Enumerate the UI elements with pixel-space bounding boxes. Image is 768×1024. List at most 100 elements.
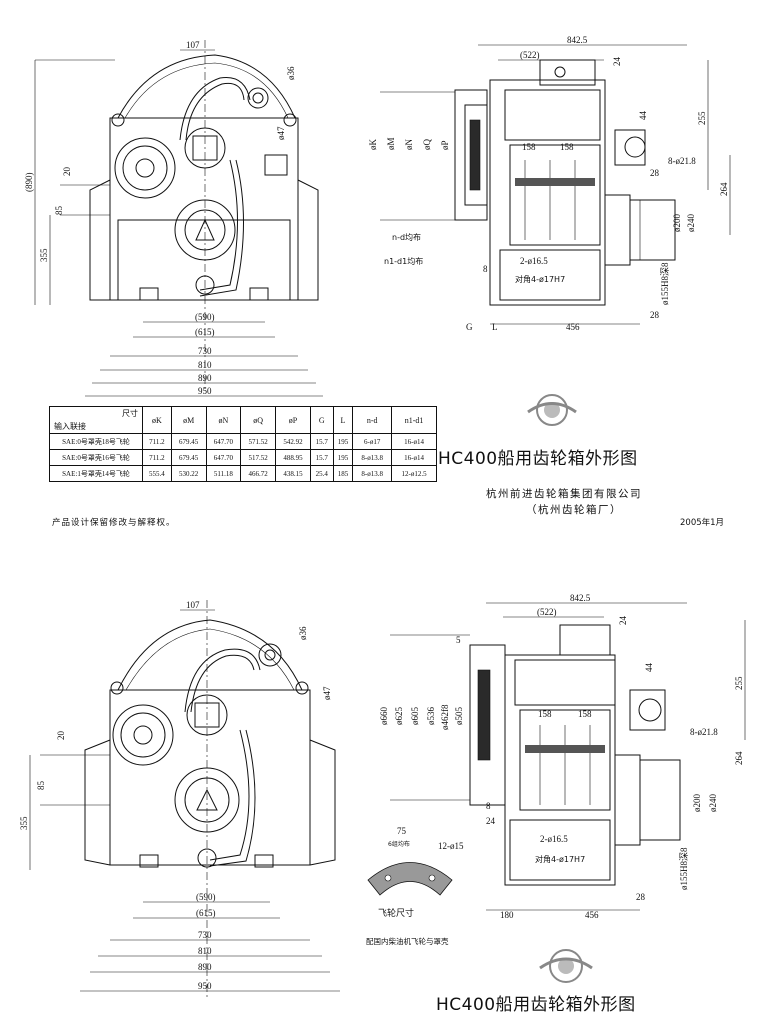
dim-522: (522) (520, 50, 540, 60)
dim-d240-bottom: ø240 (708, 794, 718, 813)
cell: 195 (332, 433, 354, 450)
dim-8-bottom: 8 (486, 801, 491, 811)
dim-28-bottom: 28 (650, 310, 660, 320)
dim-75: 75 (397, 826, 407, 836)
dim-d505: ø505 (454, 707, 464, 726)
dim-12-d15: 12-ø15 (438, 841, 464, 851)
dim-d200: ø200 (672, 214, 682, 233)
dim-890-vert: (890) (24, 173, 34, 193)
dim-890-bottom: 890 (198, 962, 212, 972)
dim-590-bottom: (590) (196, 892, 216, 902)
dim-bore-K: øK (368, 139, 378, 151)
top-horizontal-dims: (590) (615) 730 810 890 950 (85, 312, 323, 397)
bottom-front-view: 107 ø36 ø47 355 20 85 (590) (615) 730 81… (19, 600, 340, 1000)
cell: 185 (332, 465, 354, 482)
match-note: 配国内柴油机飞轮与罩壳 (366, 936, 449, 946)
dim-890: 890 (198, 373, 212, 383)
dim-2-d16-5-bottom: 2-ø16.5 (540, 834, 568, 844)
company-name: 杭州前进齿轮箱集团有限公司 (486, 488, 642, 500)
dim-107: 107 (186, 40, 200, 50)
row-label: SAE:1号罩壳14号飞轮 (49, 465, 143, 482)
cell: 195 (332, 449, 354, 466)
dim-730: 730 (198, 346, 212, 356)
dim-2-d16-5: 2-ø16.5 (520, 256, 548, 266)
dim-bore-N: øN (404, 139, 414, 151)
cell: 711.2 (142, 433, 172, 450)
cell: 12-ø12.5 (391, 465, 437, 482)
dim-158-a: 158 (522, 142, 536, 152)
dim-8: 8 (483, 264, 488, 274)
cell: 679.45 (170, 433, 207, 450)
dim-85-bottom: 85 (36, 781, 46, 791)
cell: 488.95 (275, 449, 311, 466)
cell: 555.4 (142, 465, 172, 482)
dim-4-d17: 对角4-ø17H7 (515, 274, 565, 284)
dim-d155-bottom: ø155H8深8 (679, 847, 689, 890)
col-header: n-d (352, 406, 393, 434)
flywheel-label: 飞轮尺寸 (378, 907, 414, 919)
dim-264-bottom: 264 (734, 751, 744, 765)
dim-d36: ø36 (286, 66, 296, 80)
cell: 15.7 (309, 449, 334, 466)
dim-d536: ø536 (426, 707, 436, 726)
dim-4-d17-bottom: 对角4-ø17H7 (535, 854, 585, 864)
corner-bottom-label: 输入联接 (54, 422, 86, 431)
col-header: øK (142, 406, 172, 434)
dim-bore-M: øM (386, 137, 396, 150)
dim-d660: ø660 (379, 707, 389, 726)
disclaimer: 产品设计保留修改与解释权。 (52, 518, 176, 528)
date-label: 2005年1月 (680, 518, 725, 528)
dim-24-bottom: 24 (618, 616, 628, 626)
dim-d605: ø605 (410, 707, 420, 726)
dim-d462f8: ø462f8 (440, 704, 450, 730)
cell: 25.4 (309, 465, 334, 482)
cell: 466.72 (240, 465, 277, 482)
top-front-view: 107 ø36 ø47 (890) 355 20 85 (590) (615) … (24, 40, 323, 397)
table-row: SAE:1号罩壳14号飞轮 555.4 530.22 511.18 466.72… (49, 465, 437, 482)
table-row: SAE:0号罩壳18号飞轮 711.2 679.45 647.70 571.52… (49, 433, 437, 450)
cell: 16-ø14 (391, 433, 437, 450)
dim-d47-bottom: ø47 (322, 686, 332, 700)
col-header: n1-d1 (391, 406, 437, 434)
dim-85: 85 (54, 206, 64, 216)
cell: 8-ø13.8 (352, 449, 393, 466)
cell: 438.15 (275, 465, 311, 482)
dim-L: L (492, 322, 498, 332)
dim-456: 456 (566, 322, 580, 332)
cell: 679.45 (170, 449, 207, 466)
table-corner: 尺寸 输入联接 (49, 406, 143, 434)
dim-842-5-bottom: 842.5 (570, 593, 591, 603)
dim-615-bottom: (615) (196, 908, 216, 918)
dim-522-bottom: (522) (537, 607, 557, 617)
dim-950: 950 (198, 386, 212, 396)
col-header: L (332, 406, 354, 434)
cell: 530.22 (170, 465, 207, 482)
corner-top-label: 尺寸 (122, 409, 138, 418)
cell: 647.70 (205, 433, 242, 450)
dim-G: G (466, 322, 473, 332)
top-side-view: 842.5 (522) øK øM øN øQ øP 24 44 (368, 35, 731, 332)
row-label: SAE:0号罩壳18号飞轮 (49, 433, 143, 450)
gearbox-body (109, 117, 299, 301)
label-n1-d1: n1-d1均布 (384, 256, 423, 266)
dim-810: 810 (198, 360, 212, 370)
page-title-top: HC400船用齿轮箱外形图 (438, 449, 638, 469)
dim-d47: ø47 (276, 126, 286, 140)
col-header: øN (205, 406, 242, 434)
cell: 647.70 (205, 449, 242, 466)
dim-5: 5 (456, 635, 461, 645)
dim-d240: ø240 (686, 214, 696, 233)
dim-107-bottom: 107 (186, 600, 200, 610)
dim-255-bottom: 255 (734, 676, 744, 690)
company-subtitle: （杭州齿轮箱厂） (526, 504, 622, 516)
dim-158-a-bottom: 158 (538, 709, 552, 719)
table-row: SAE:0号罩壳16号飞轮 711.2 679.45 647.70 517.52… (49, 449, 437, 466)
col-header: øP (275, 406, 311, 434)
dim-950-bottom: 950 (198, 981, 212, 991)
dim-158-b: 158 (560, 142, 574, 152)
dim-180: 180 (500, 910, 514, 920)
dim-8-d21-8: 8-ø21.8 (668, 156, 696, 166)
dim-d155: ø155H8深8 (660, 262, 670, 305)
cell: 8-ø13.8 (352, 465, 393, 482)
